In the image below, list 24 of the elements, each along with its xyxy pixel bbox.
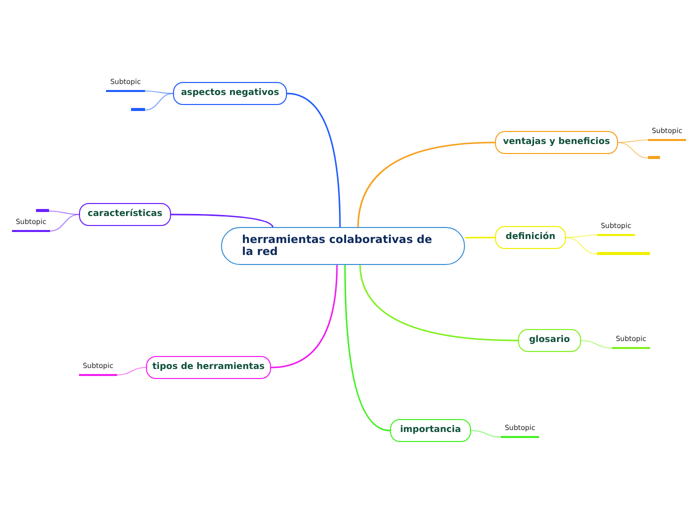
topic-box: tipos de herramientas bbox=[146, 356, 271, 379]
connector-line bbox=[286, 92, 341, 228]
connector-line bbox=[144, 90, 174, 94]
connector-line bbox=[144, 93, 174, 110]
subtopic-line bbox=[597, 252, 650, 255]
connector-line bbox=[116, 367, 146, 376]
connector-line bbox=[344, 264, 390, 432]
topic-box: glosario bbox=[518, 329, 581, 352]
topic-box: definición bbox=[495, 226, 566, 249]
topic-box: ventajas y beneficios bbox=[495, 131, 618, 154]
connector-line bbox=[357, 142, 496, 228]
topic-box: características bbox=[79, 203, 171, 226]
connector-line bbox=[50, 214, 80, 232]
central-topic-box: herramientas colaborativas de la red bbox=[221, 227, 465, 265]
connector-line bbox=[171, 214, 274, 228]
connector-line bbox=[618, 142, 648, 158]
connector-line bbox=[270, 264, 338, 368]
topic-box: aspectos negativos bbox=[173, 82, 287, 105]
connector-line bbox=[359, 264, 518, 342]
connector-line bbox=[464, 236, 495, 239]
connector-line bbox=[580, 340, 612, 348]
topic-box: importancia bbox=[390, 419, 471, 442]
connector-line bbox=[566, 237, 598, 254]
connector-line bbox=[470, 430, 502, 438]
